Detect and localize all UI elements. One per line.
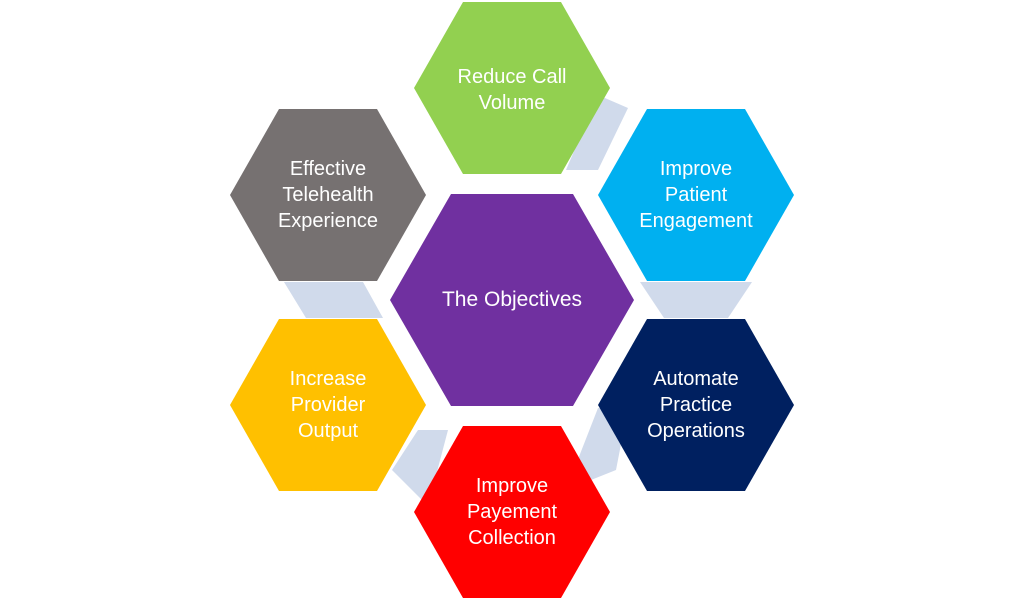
connector-2: [640, 282, 752, 318]
objective-hexagon-improve-patient-engagement: [598, 109, 794, 281]
objective-hexagon-reduce-call-volume: [414, 2, 610, 174]
objective-hexagon-automate-practice-operations: [598, 319, 794, 491]
center-hexagon: [390, 194, 634, 406]
objective-hexagon-effective-telehealth-experience: [230, 109, 426, 281]
connector-5: [284, 282, 383, 318]
connector-1: [566, 95, 628, 170]
hexagon-layer: [230, 2, 794, 598]
connector-4: [392, 430, 448, 506]
objective-hexagon-improve-payement-collection: [414, 426, 610, 598]
objective-hexagon-increase-provider-output: [230, 319, 426, 491]
